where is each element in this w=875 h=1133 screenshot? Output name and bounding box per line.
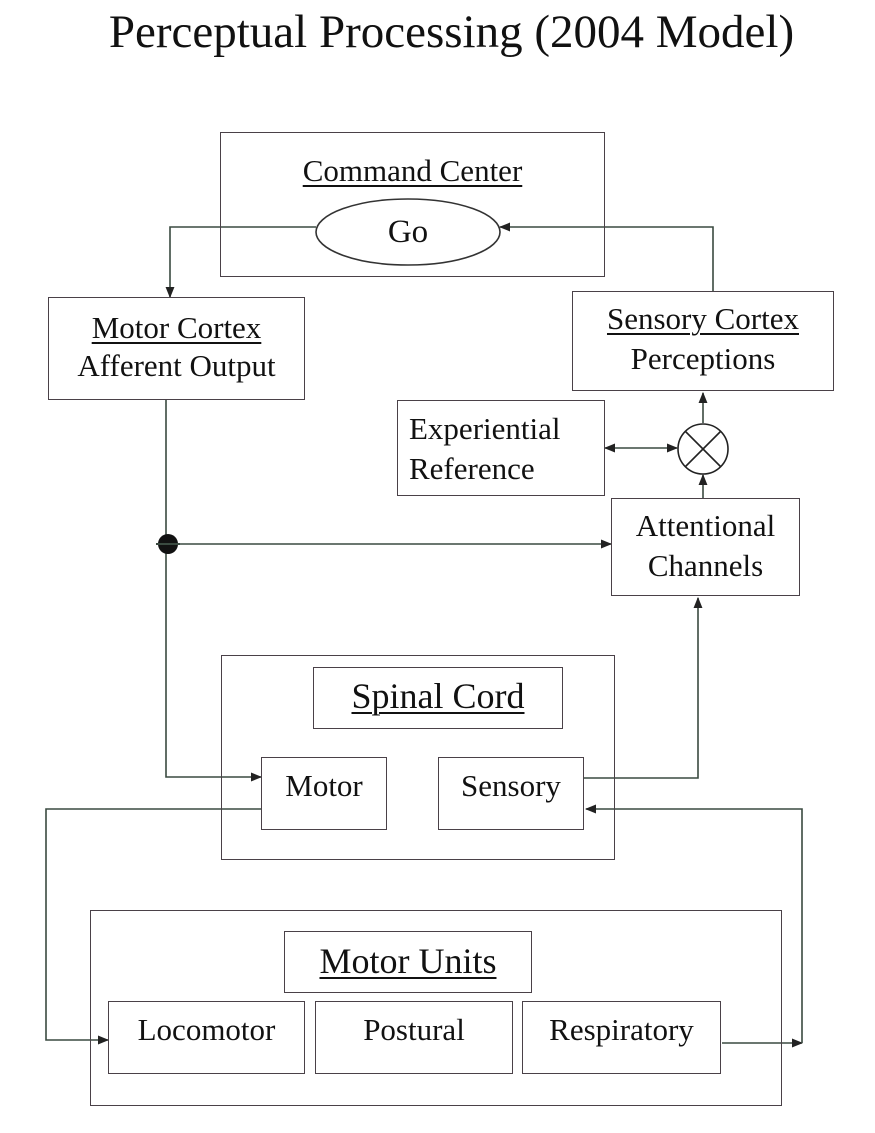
sensory-cortex-to-go-line bbox=[498, 222, 714, 291]
motor-units-heading: Motor Units bbox=[319, 941, 497, 981]
sensory-cortex-sublabel: Perceptions bbox=[630, 341, 776, 376]
spinal-sensory-box bbox=[438, 757, 584, 830]
go-label: Go bbox=[387, 214, 429, 250]
respiratory-label: Respiratory bbox=[549, 1012, 694, 1047]
motor-cortex-box bbox=[48, 297, 305, 400]
spinal-motor-box bbox=[261, 757, 387, 830]
spinal-cord-heading-box bbox=[313, 667, 563, 729]
spinal-motor-label: Motor bbox=[285, 768, 363, 803]
go-to-motor-cortex-line bbox=[165, 226, 316, 299]
sensory-cortex-label: Sensory Cortex bbox=[606, 301, 799, 336]
postural-box bbox=[315, 1001, 513, 1074]
comparator-icon bbox=[677, 423, 729, 475]
experiential-reference-box bbox=[397, 400, 605, 496]
spinal-sensory-label: Sensory bbox=[461, 768, 561, 803]
go-ellipse bbox=[315, 198, 501, 266]
locomotor-box bbox=[108, 1001, 305, 1074]
motor-units-heading-box bbox=[284, 931, 532, 993]
channels-label: Channels bbox=[647, 548, 764, 583]
page-title: Perceptual Processing (2004 Model) bbox=[108, 6, 795, 58]
attentional-label: Attentional bbox=[635, 508, 776, 543]
command-center-box bbox=[220, 132, 605, 277]
motor-cortex-sublabel: Afferent Output bbox=[77, 348, 276, 383]
sensory-cortex-box bbox=[572, 291, 834, 391]
spinal-sensory-to-attentional-line bbox=[584, 596, 703, 779]
spinal-cord-box bbox=[221, 655, 615, 860]
attentional-channels-box bbox=[611, 498, 800, 596]
experiential-label: Experiential bbox=[409, 411, 561, 446]
motor-units-box bbox=[90, 910, 782, 1106]
command-center-heading: Command Center bbox=[302, 153, 523, 188]
respiratory-box bbox=[522, 1001, 721, 1074]
motor-cortex-to-spinal-motor-line bbox=[165, 400, 263, 782]
locomotor-label: Locomotor bbox=[137, 1012, 276, 1047]
reference-label: Reference bbox=[409, 451, 535, 486]
motor-cortex-label: Motor Cortex bbox=[91, 310, 262, 345]
spinal-cord-heading: Spinal Cord bbox=[351, 676, 525, 716]
postural-label: Postural bbox=[363, 1012, 465, 1047]
feedback-to-spinal-sensory-line bbox=[584, 804, 803, 1043]
spinal-motor-to-locomotor-line bbox=[45, 808, 261, 1045]
